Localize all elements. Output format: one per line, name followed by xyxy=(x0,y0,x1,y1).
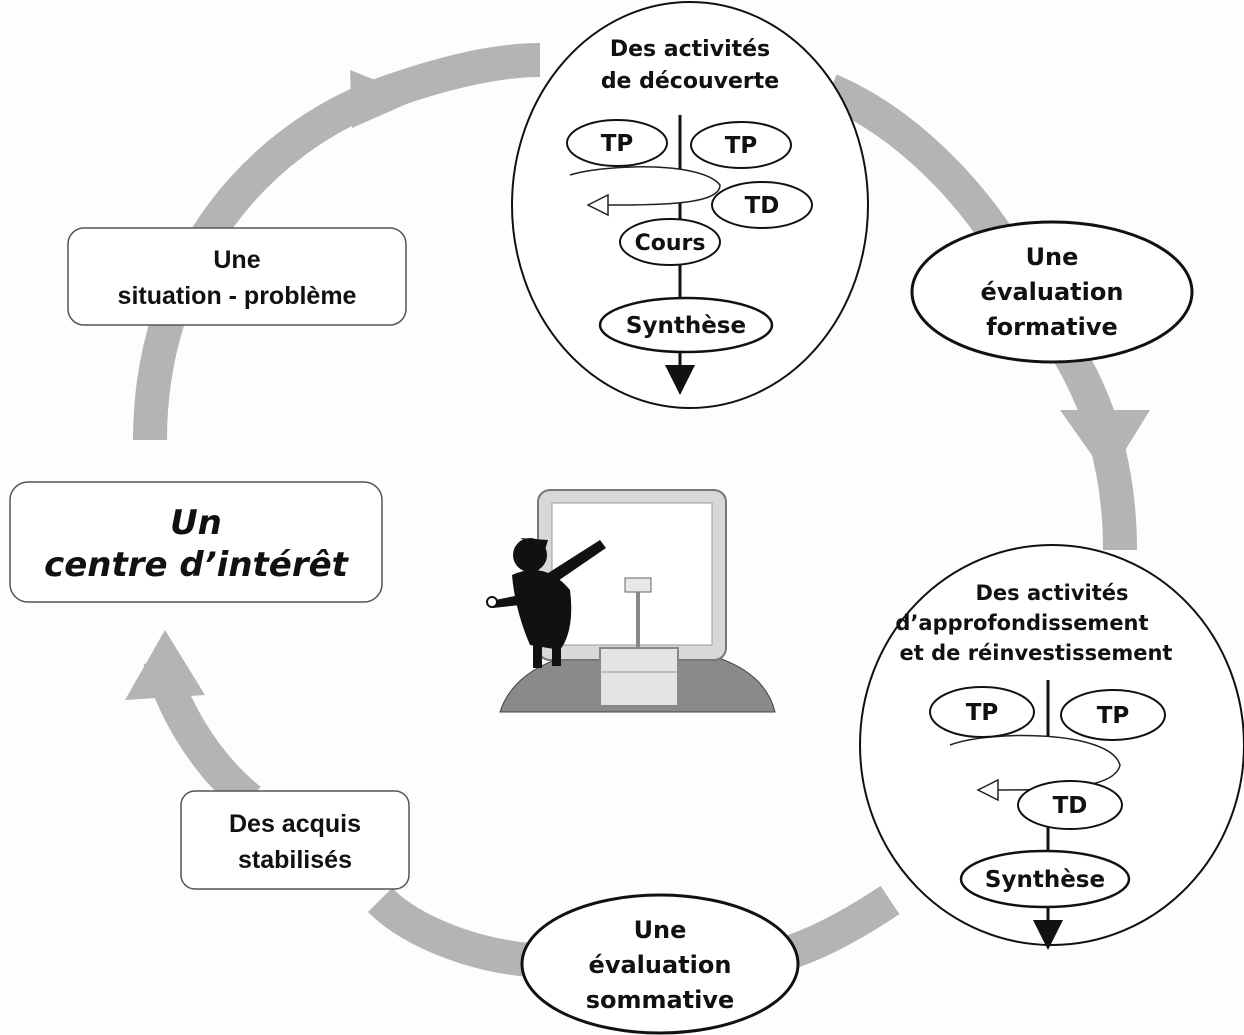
arc-summative-to-acquired xyxy=(367,887,532,977)
arc-discovery-top xyxy=(374,43,541,112)
deepening-swirl-head xyxy=(976,778,999,802)
teacher-at-board-icon xyxy=(486,489,776,713)
arrowhead-top xyxy=(350,70,420,128)
discovery-td-label: TD xyxy=(745,193,780,219)
discovery-synthese-label: Synthèse xyxy=(626,313,746,339)
deepening-td-label: TD xyxy=(1053,793,1088,819)
discovery-title-line1: Des activités xyxy=(610,37,770,62)
formative-line2: évaluation xyxy=(981,278,1124,306)
acquired-line2: stabilisés xyxy=(238,846,352,874)
formative-line1: Une xyxy=(1026,243,1079,271)
formative-evaluation: Une évaluation formative xyxy=(910,220,1194,364)
discovery-tp-left-label: TP xyxy=(601,131,634,157)
summative-line3: sommative xyxy=(586,986,735,1014)
deepening-tp-right-label: TP xyxy=(1097,703,1130,729)
arrowhead-left xyxy=(125,630,205,700)
discovery-title-line2: de découverte xyxy=(601,69,779,94)
discovery-synthese xyxy=(598,296,774,354)
center-of-interest-line1: Un xyxy=(170,503,222,543)
deepening-tp-left xyxy=(929,686,1035,738)
arrowhead-right xyxy=(1060,410,1150,478)
acquired-box: Des acquis stabilisés xyxy=(180,790,410,890)
discovery-cours-label: Cours xyxy=(635,231,706,256)
summative-line1: Une xyxy=(634,916,687,944)
discovery-td xyxy=(711,181,813,229)
acquired-line1: Des acquis xyxy=(229,810,361,838)
deepening-synthese-label: Synthèse xyxy=(985,867,1105,893)
discovery-tp-right xyxy=(690,121,792,169)
situation-problem-line1: Une xyxy=(213,246,260,274)
deepening-title-line3: et de réinvestissement xyxy=(900,641,1173,665)
center-of-interest-line2: centre d’intérêt xyxy=(44,545,350,585)
deepening-title-line2: d’approfondissement xyxy=(895,611,1148,635)
discovery-activities: Des activités de découverte TP TP TD Cou… xyxy=(511,1,869,409)
discovery-tp-right-label: TP xyxy=(725,133,758,159)
deepening-tp-left-label: TP xyxy=(966,700,999,726)
deepening-activities: Des activités d’approfondissement et de … xyxy=(859,544,1244,950)
discovery-tp-left xyxy=(566,119,668,167)
situation-problem-line2: situation - problème xyxy=(118,282,357,310)
discovery-cours xyxy=(619,218,721,266)
cycle-arrowheads xyxy=(125,70,1150,700)
deepening-tp-right xyxy=(1060,689,1166,741)
summative-evaluation: Une évaluation sommative xyxy=(520,893,800,1035)
deepening-synthese xyxy=(959,849,1131,909)
arc-discovery-to-formative xyxy=(823,74,1015,250)
deepening-td xyxy=(1017,780,1123,830)
formative-line3: formative xyxy=(986,313,1118,341)
discovery-swirl-head xyxy=(586,193,609,217)
deepening-title-line1: Des activités xyxy=(975,581,1128,605)
center-of-interest-box: Un centre d’intérêt xyxy=(9,481,383,603)
situation-problem-box: Une situation - problème xyxy=(67,227,407,326)
summative-line2: évaluation xyxy=(589,951,732,979)
arc-situation-to-discovery xyxy=(133,79,387,441)
